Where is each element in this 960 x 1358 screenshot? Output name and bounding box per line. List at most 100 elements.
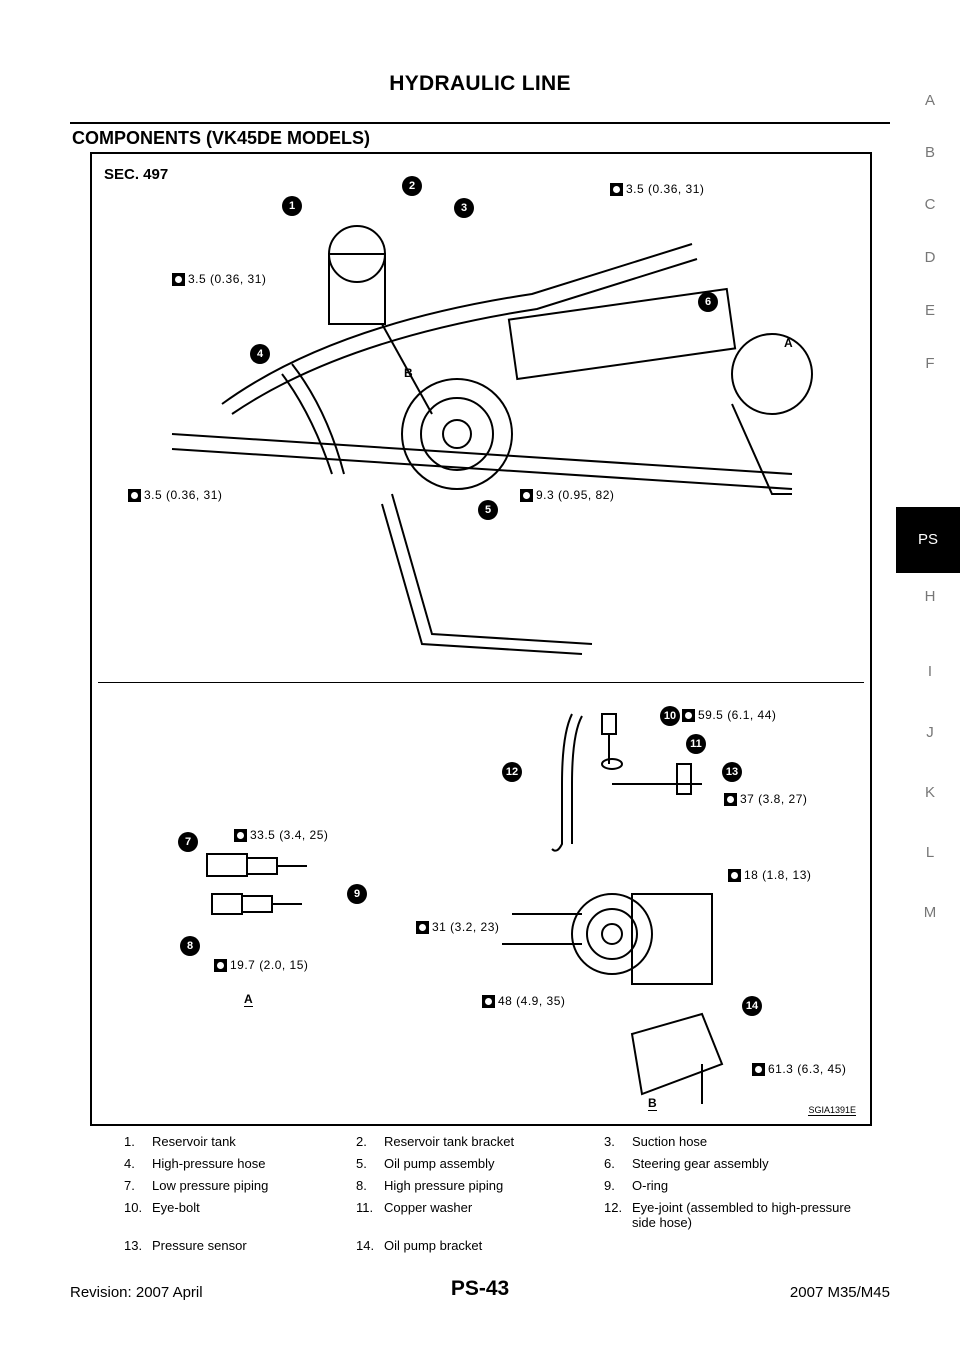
callout-4: 4 [250, 344, 270, 364]
legend-text: Eye-bolt [152, 1200, 200, 1215]
side-tab-c[interactable]: C [924, 196, 936, 213]
legend-num: 12. [604, 1200, 623, 1215]
legend-num: 10. [124, 1200, 143, 1215]
torque-spec-high-pressure: 19.7 (2.0, 15) [214, 958, 309, 973]
sec-label: SEC. 497 [104, 166, 169, 183]
legend-text: Low pressure piping [152, 1178, 269, 1193]
figure-code: SGIA1391E [808, 1105, 856, 1116]
torque-icon [416, 921, 429, 935]
callout-12: 12 [502, 762, 522, 782]
legend-num: 11. [356, 1200, 374, 1215]
callout-14: 14 [742, 996, 762, 1016]
legend-num: 14. [356, 1238, 375, 1253]
torque-value: 3.5 (0.36, 31) [188, 272, 267, 286]
torque-icon [234, 829, 247, 843]
side-tab-ps[interactable]: PS [896, 507, 960, 573]
torque-icon [610, 183, 623, 197]
side-tab-l[interactable]: L [925, 844, 935, 861]
torque-icon [728, 869, 741, 883]
side-tab-m[interactable]: M [923, 904, 937, 921]
torque-spec-top-left: 3.5 (0.36, 31) [172, 272, 267, 287]
torque-spec-lower-mid: 9.3 (0.95, 82) [520, 488, 615, 503]
detail-letter-a: A [784, 336, 793, 350]
torque-value: 3.5 (0.36, 31) [626, 182, 705, 196]
torque-spec-pump-48: 48 (4.9, 35) [482, 994, 566, 1009]
side-tab-h[interactable]: H [924, 588, 936, 605]
legend-text: Suction hose [632, 1134, 708, 1149]
side-tab-d[interactable]: D [924, 249, 936, 266]
callout-3: 3 [454, 198, 474, 218]
torque-spec-sensor: 37 (3.8, 27) [724, 792, 807, 807]
legend-text: High-pressure hose [152, 1156, 266, 1171]
callout-1: 1 [282, 196, 302, 216]
callout-11: 11 [686, 734, 706, 754]
detail-a-illustration [206, 853, 307, 915]
torque-icon [128, 489, 141, 503]
torque-spec-top-right: 3.5 (0.36, 31) [610, 182, 705, 197]
legend-text: Eye-joint (assembled to high-pressure si… [632, 1200, 851, 1230]
legend-text: Pressure sensor [152, 1238, 247, 1253]
components-figure: SEC. 497 3.5 (0.36, 31) 3.5 (0.36, 31) 3… [90, 152, 872, 1126]
side-tab-f[interactable]: F [925, 355, 935, 372]
legend-text: Reservoir tank [152, 1134, 236, 1149]
legend-num: 1. [124, 1134, 135, 1149]
side-tab-a[interactable]: A [924, 92, 935, 109]
legend-text: Copper washer [384, 1200, 473, 1215]
torque-value: 59.5 (6.1, 44) [698, 708, 777, 722]
section-title: COMPONENTS (VK45DE MODELS) [72, 128, 371, 148]
torque-value: 9.3 (0.95, 82) [536, 488, 615, 502]
legend-num: 13. [124, 1238, 143, 1253]
view-label-a: A [244, 992, 253, 1007]
legend-num: 9. [604, 1178, 615, 1193]
torque-icon [724, 793, 737, 807]
legend-text: Oil pump assembly [384, 1156, 495, 1171]
torque-icon [752, 1063, 765, 1077]
legend-text: O-ring [632, 1178, 669, 1193]
callout-7: 7 [178, 832, 198, 852]
torque-icon [214, 959, 227, 973]
legend-num: 5. [356, 1156, 367, 1171]
torque-spec-lower-left: 3.5 (0.36, 31) [128, 488, 222, 503]
torque-value: 61.3 (6.3, 45) [768, 1062, 847, 1076]
callout-9: 9 [347, 884, 367, 904]
side-tab-i[interactable]: I [927, 663, 933, 680]
torque-icon [172, 273, 185, 287]
side-tab-j[interactable]: J [926, 724, 934, 741]
callout-10: 10 [660, 706, 680, 726]
callout-5: 5 [478, 500, 498, 520]
torque-spec-eye-bolt: 59.5 (6.1, 44) [682, 708, 777, 723]
legend-text: Steering gear assembly [632, 1156, 769, 1171]
legend-text: High pressure piping [384, 1178, 504, 1193]
torque-spec-bracket-61: 61.3 (6.3, 45) [752, 1062, 847, 1077]
footer-model: 2007 M35/M45 [789, 1284, 890, 1301]
callout-6: 6 [698, 292, 718, 312]
torque-value: 31 (3.2, 23) [432, 920, 500, 934]
callout-8: 8 [180, 936, 200, 956]
side-tab-b[interactable]: B [924, 144, 935, 161]
torque-value: 19.7 (2.0, 15) [230, 958, 309, 972]
torque-icon [482, 995, 495, 1009]
page-header-title: HYDRAULIC LINE [389, 72, 571, 95]
torque-spec-pump-31: 31 (3.2, 23) [416, 920, 500, 935]
side-tab-e[interactable]: E [924, 302, 935, 319]
torque-spec-bracket-bolts: 18 (1.8, 13) [728, 868, 811, 883]
legend-num: 4. [124, 1156, 135, 1171]
legend-text: Oil pump bracket [384, 1238, 483, 1253]
legend-num: 2. [356, 1134, 367, 1149]
legend-text: Reservoir tank bracket [384, 1134, 515, 1149]
header-rule [70, 122, 890, 124]
detail-b-illustration [502, 713, 724, 1104]
callout-2: 2 [402, 176, 422, 196]
detail-letter-b: B [404, 366, 413, 380]
torque-value: 33.5 (3.4, 25) [250, 828, 329, 842]
torque-icon [682, 709, 695, 723]
footer-revision: Revision: 2007 April [70, 1284, 203, 1301]
view-label-b: B [648, 1096, 657, 1111]
footer-page-number: PS-43 [450, 1277, 510, 1300]
upper-assembly-illustration [171, 225, 813, 655]
torque-value: 48 (4.9, 35) [498, 994, 566, 1008]
legend-num: 8. [356, 1178, 367, 1193]
side-tab-k[interactable]: K [924, 784, 935, 801]
torque-spec-low-pressure: 33.5 (3.4, 25) [234, 828, 329, 843]
torque-icon [520, 489, 533, 503]
